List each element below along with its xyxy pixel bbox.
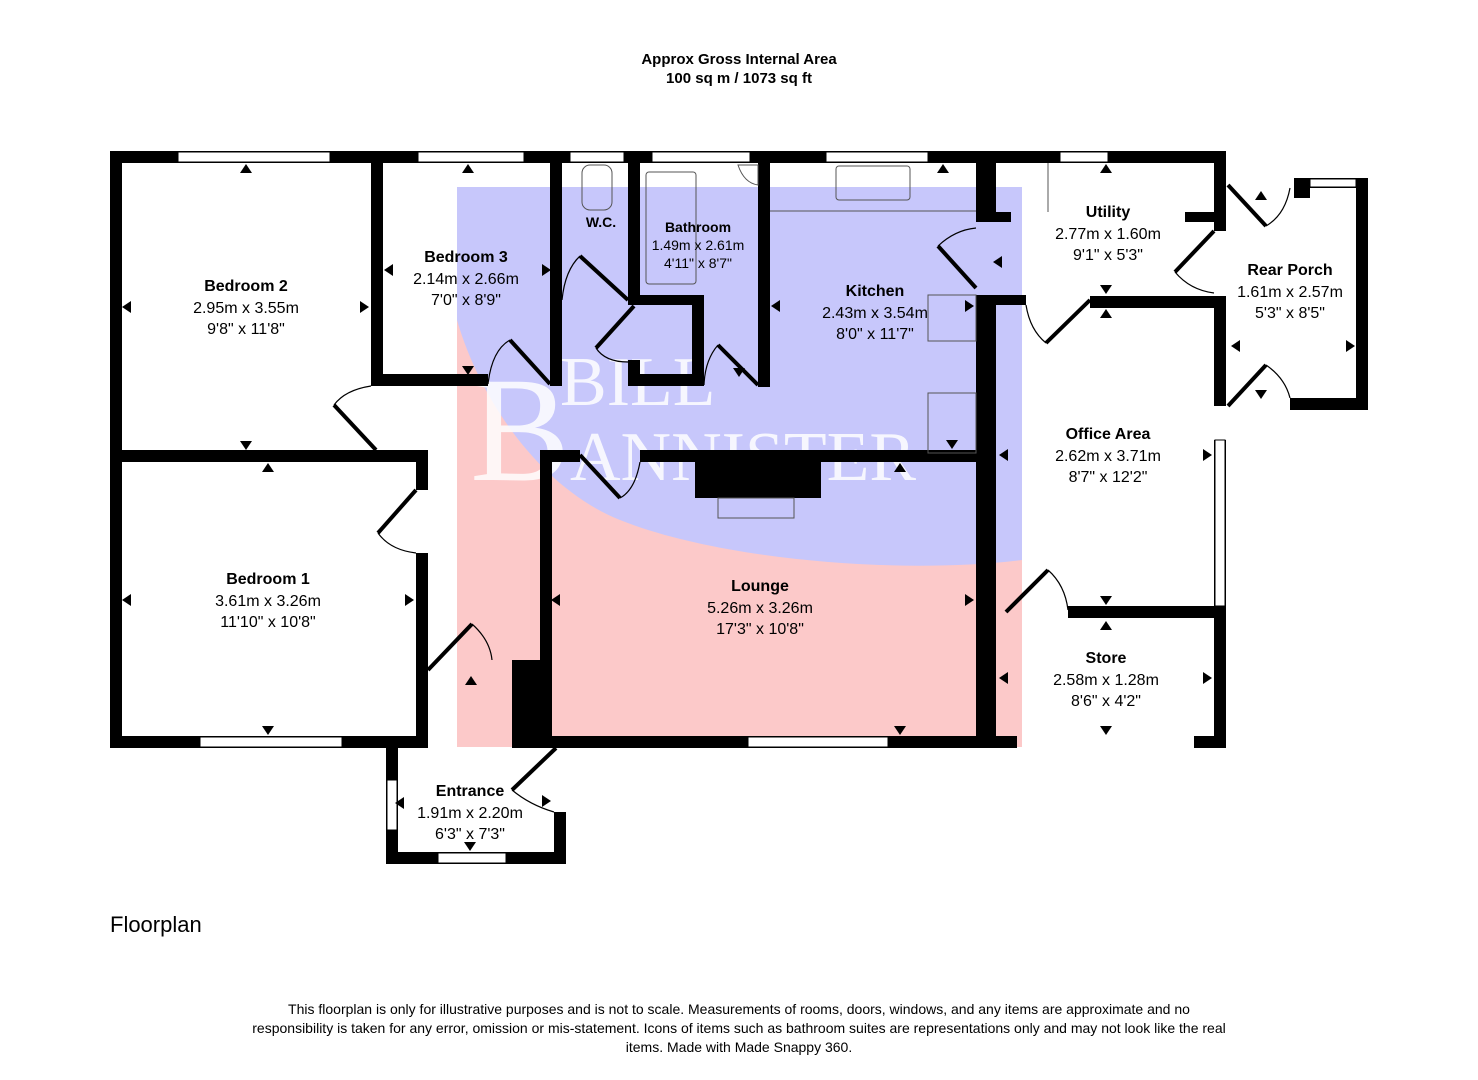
svg-text:Lounge: Lounge [731, 578, 789, 595]
svg-text:6'3" x 7'3": 6'3" x 7'3" [435, 826, 505, 843]
svg-text:2.62m x 3.71m: 2.62m x 3.71m [1055, 448, 1161, 465]
svg-text:Bedroom 1: Bedroom 1 [226, 571, 310, 588]
fixtures [581, 163, 1049, 519]
svg-text:2.77m x 1.60m: 2.77m x 1.60m [1055, 226, 1161, 243]
bathtub-icon [645, 171, 697, 285]
svg-text:3.61m x 3.26m: 3.61m x 3.26m [215, 593, 321, 610]
dimension-arrows [122, 164, 1355, 851]
svg-text:Kitchen: Kitchen [846, 283, 905, 300]
svg-text:Entrance: Entrance [436, 783, 505, 800]
room-labels: Bedroom 2 2.95m x 3.55m 9'8" x 11'8" Bed… [193, 204, 1343, 843]
toilet-icon [581, 164, 613, 211]
svg-text:2.58m x 1.28m: 2.58m x 1.28m [1053, 672, 1159, 689]
svg-text:2.43m x 3.54m: 2.43m x 3.54m [822, 305, 928, 322]
door-swings [333, 187, 1291, 813]
room-kitchen: Kitchen 2.43m x 3.54m 8'0" x 11'7" [822, 283, 928, 343]
room-utility: Utility 2.77m x 1.60m 9'1" x 5'3" [1055, 204, 1161, 264]
svg-text:Office Area: Office Area [1066, 426, 1151, 443]
hearth-icon [717, 497, 795, 519]
svg-text:1.49m x 2.61m: 1.49m x 2.61m [652, 237, 745, 253]
area-title: Approx Gross Internal Area [641, 51, 837, 68]
svg-text:Rear Porch: Rear Porch [1247, 262, 1332, 279]
svg-text:Bedroom 2: Bedroom 2 [204, 278, 288, 295]
room-office-area: Office Area 2.62m x 3.71m 8'7" x 12'2" [1055, 426, 1161, 486]
svg-text:9'8" x 11'8": 9'8" x 11'8" [207, 321, 285, 338]
svg-text:5'3" x 8'5": 5'3" x 8'5" [1255, 305, 1325, 322]
room-entrance: Entrance 1.91m x 2.20m 6'3" x 7'3" [417, 783, 523, 843]
svg-text:17'3" x 10'8": 17'3" x 10'8" [716, 621, 804, 638]
svg-text:1.61m x 2.57m: 1.61m x 2.57m [1237, 284, 1343, 301]
room-bedroom-3: Bedroom 3 2.14m x 2.66m 7'0" x 8'9" [413, 249, 519, 309]
svg-text:7'0" x 8'9": 7'0" x 8'9" [431, 292, 501, 309]
svg-text:Bedroom 3: Bedroom 3 [424, 249, 508, 266]
room-bedroom-2: Bedroom 2 2.95m x 3.55m 9'8" x 11'8" [193, 278, 299, 338]
walls [110, 151, 1368, 864]
sink-icon [835, 165, 911, 201]
svg-text:2.14m x 2.66m: 2.14m x 2.66m [413, 271, 519, 288]
doors [332, 183, 1268, 792]
svg-text:Utility: Utility [1086, 204, 1131, 221]
svg-text:11'10" x 10'8": 11'10" x 10'8" [220, 614, 315, 631]
area-value: 100 sq m / 1073 sq ft [666, 70, 812, 87]
disclaimer-text: This floorplan is only for illustrative … [252, 1001, 1226, 1055]
svg-text:1.91m x 2.20m: 1.91m x 2.20m [417, 805, 523, 822]
svg-text:8'0" x 11'7": 8'0" x 11'7" [836, 326, 914, 343]
room-bathroom: Bathroom 1.49m x 2.61m 4'11" x 8'7" [652, 219, 745, 271]
svg-text:W.C.: W.C. [586, 214, 616, 230]
svg-text:Store: Store [1086, 650, 1127, 667]
room-store: Store 2.58m x 1.28m 8'6" x 4'2" [1053, 650, 1159, 710]
area-header: Approx Gross Internal Area 100 sq m / 10… [0, 50, 1478, 88]
windows [177, 151, 1357, 864]
svg-text:4'11" x 8'7": 4'11" x 8'7" [664, 255, 732, 271]
svg-text:9'1" x 5'3": 9'1" x 5'3" [1073, 247, 1143, 264]
basin-icon [737, 164, 759, 186]
room-wc: W.C. [586, 214, 616, 230]
svg-text:5.26m x 3.26m: 5.26m x 3.26m [707, 600, 813, 617]
svg-text:8'6" x 4'2": 8'6" x 4'2" [1071, 693, 1141, 710]
svg-text:2.95m x 3.55m: 2.95m x 3.55m [193, 300, 299, 317]
room-rear-porch: Rear Porch 1.61m x 2.57m 5'3" x 8'5" [1237, 262, 1343, 322]
floor-label: Floorplan [110, 912, 202, 937]
room-bedroom-1: Bedroom 1 3.61m x 3.26m 11'10" x 10'8" [215, 571, 321, 631]
svg-text:8'7" x 12'2": 8'7" x 12'2" [1069, 469, 1148, 486]
room-lounge: Lounge 5.26m x 3.26m 17'3" x 10'8" [707, 578, 813, 638]
svg-text:Bathroom: Bathroom [665, 219, 731, 235]
